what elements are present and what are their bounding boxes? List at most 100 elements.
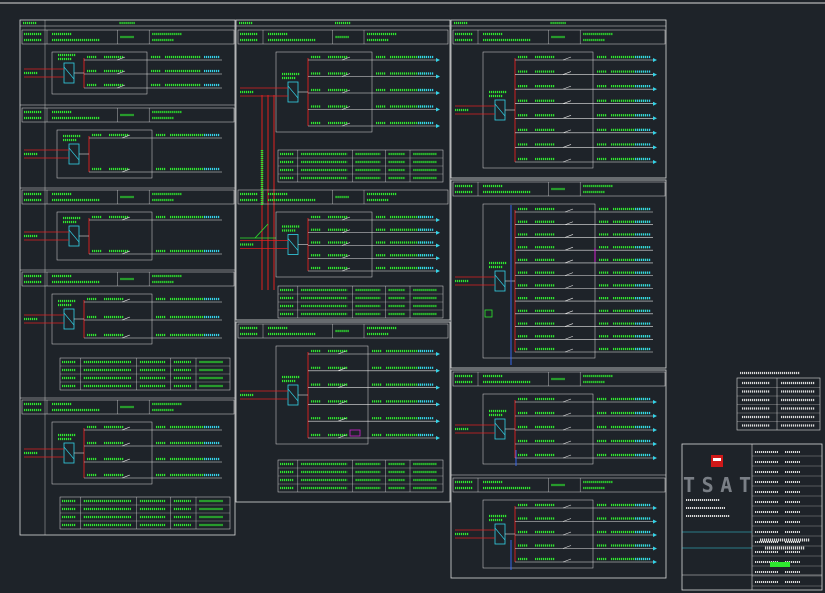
- magenta-component-icon: [349, 429, 361, 437]
- junction-box-icon: [484, 309, 493, 318]
- panel-enclosure: [275, 211, 373, 278]
- breaker-symbol: [562, 558, 572, 563]
- breaker-symbol: [562, 115, 572, 119]
- breaker-symbol: [562, 71, 572, 75]
- main-switch-symbol: [494, 274, 506, 288]
- breaker-symbol: [562, 398, 572, 403]
- load-arrow-icon: [653, 533, 657, 537]
- load-arrow-icon: [653, 506, 657, 510]
- main-switch-symbol: [287, 85, 299, 99]
- panel-header-cells: [21, 107, 235, 123]
- breaker-symbol: [564, 348, 574, 353]
- load-arrow-icon: [436, 436, 440, 440]
- panel-header-cells: [21, 399, 235, 415]
- panel-header-cells: [237, 29, 449, 45]
- load-arrow-icon: [436, 124, 440, 128]
- title-block: TSAT: [681, 443, 823, 591]
- breaker-symbol: [562, 454, 572, 459]
- load-arrow-icon: [653, 400, 657, 404]
- right-column-panels: [450, 19, 667, 579]
- breaker-symbol: [564, 272, 574, 276]
- breaker-symbol: [341, 216, 351, 221]
- main-switch-symbol: [68, 229, 80, 243]
- load-arrow-icon: [436, 107, 440, 112]
- panel-header-cells: [452, 477, 666, 493]
- panel-enclosure: [51, 51, 148, 95]
- breaker-symbol: [337, 384, 347, 388]
- breaker-symbol: [337, 434, 347, 439]
- breaker-symbol: [564, 297, 574, 302]
- breaker-symbol: [564, 259, 574, 264]
- breaker-symbol: [564, 310, 574, 315]
- breaker-symbol: [121, 316, 131, 321]
- right-middle-frame: [450, 179, 667, 369]
- circuit-panel: [21, 29, 235, 95]
- load-arrow-icon: [653, 442, 657, 446]
- breaker-symbol: [564, 208, 574, 213]
- panel-enclosure: [482, 51, 594, 169]
- breaker-symbol: [121, 334, 131, 339]
- panel-header-cells: [452, 371, 666, 387]
- busbar-green-diag: [254, 223, 269, 239]
- load-arrow-icon: [653, 72, 657, 77]
- breaker-symbol: [337, 350, 347, 355]
- load-arrow-icon: [653, 546, 657, 551]
- breaker-symbol: [121, 426, 131, 431]
- legend-table-frame: [736, 377, 821, 431]
- load-arrow-icon: [436, 419, 440, 424]
- load-arrow-icon: [653, 560, 657, 564]
- load-arrow-icon: [436, 243, 440, 248]
- panel-enclosure: [56, 211, 153, 261]
- breaker-symbol: [562, 85, 572, 90]
- breaker-symbol: [564, 246, 574, 251]
- breaker-symbol: [562, 518, 572, 522]
- breaker-symbol: [562, 158, 572, 163]
- circuit-panel: [21, 189, 235, 261]
- panel-header-cells: [21, 271, 235, 287]
- breaker-symbol: [121, 216, 131, 221]
- load-arrow-icon: [653, 87, 657, 92]
- panel-header-cells: [21, 189, 235, 205]
- circuit-panel: [452, 477, 666, 569]
- panel-enclosure: [56, 129, 153, 179]
- load-arrow-icon: [653, 428, 657, 432]
- circuit-panel: [21, 107, 235, 179]
- load-arrow-icon: [653, 160, 657, 164]
- load-arrow-icon: [436, 352, 440, 356]
- panel-header-cells: [452, 181, 666, 197]
- breaker-symbol: [341, 122, 351, 127]
- load-arrow-icon: [653, 519, 657, 524]
- left-load-table-1: [59, 357, 231, 391]
- breaker-symbol: [121, 168, 131, 173]
- circuit-panel: [452, 181, 666, 359]
- breaker-symbol: [121, 250, 131, 255]
- breaker-symbol: [562, 100, 572, 104]
- panel-enclosure: [482, 499, 594, 569]
- circuit-panel: [237, 29, 449, 133]
- load-arrow-icon: [653, 456, 657, 460]
- breaker-symbol: [562, 545, 572, 549]
- load-arrow-icon: [436, 256, 440, 261]
- main-switch-symbol: [63, 446, 75, 460]
- middle-load-table-2: [277, 285, 444, 319]
- middle-lower-frame: [235, 321, 451, 503]
- load-arrow-icon: [436, 402, 440, 407]
- breaker-symbol: [121, 458, 131, 463]
- load-arrow-icon: [653, 145, 657, 150]
- panel-enclosure: [482, 393, 594, 465]
- load-arrow-icon: [436, 269, 440, 273]
- right-lower-frame: [450, 369, 667, 579]
- circuit-panel: [452, 29, 666, 169]
- company-logo-icon: [711, 455, 723, 467]
- breaker-symbol: [116, 84, 126, 89]
- load-arrow-icon: [436, 230, 440, 235]
- load-arrow-icon: [436, 91, 440, 95]
- panel-enclosure: [51, 293, 153, 345]
- breaker-symbol: [341, 73, 351, 77]
- breaker-symbol: [121, 134, 131, 139]
- panel-header-cells: [452, 29, 666, 45]
- breaker-symbol: [341, 229, 351, 234]
- breaker-symbol: [564, 323, 574, 327]
- breaker-symbol: [337, 417, 347, 422]
